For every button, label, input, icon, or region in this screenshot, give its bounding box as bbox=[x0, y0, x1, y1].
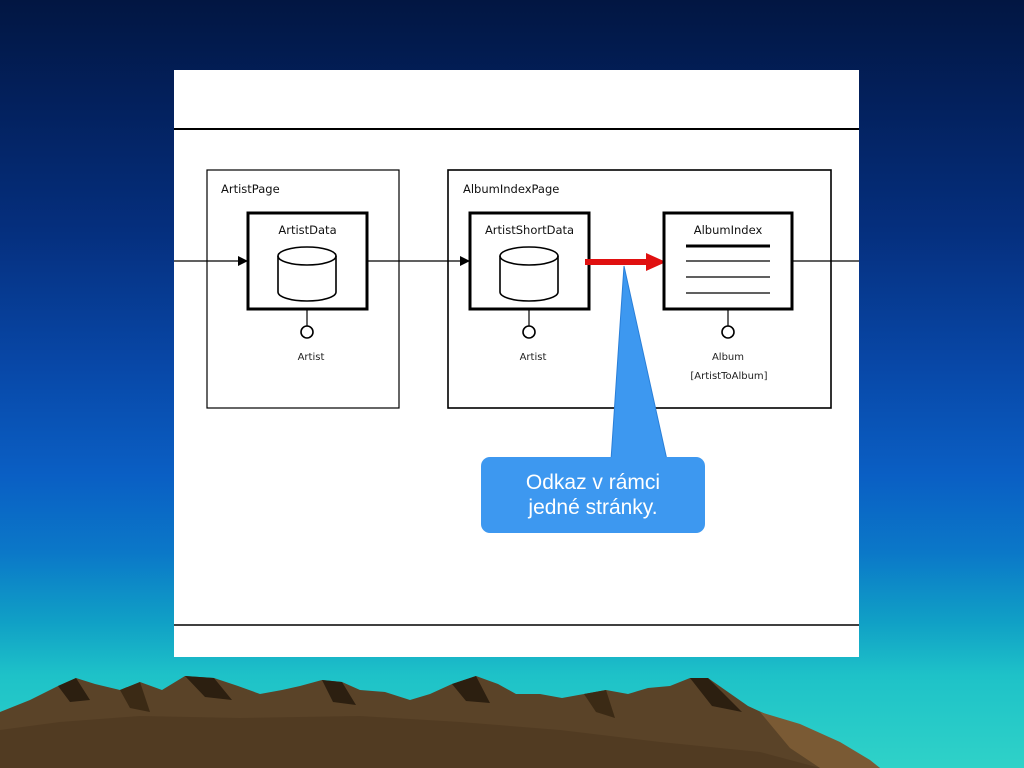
database-icon bbox=[277, 246, 337, 302]
callout-box: Odkaz v rámci jedné stránky. bbox=[481, 457, 705, 533]
album-index-page-title: AlbumIndexPage bbox=[463, 182, 559, 196]
callout-line-1: Odkaz v rámci bbox=[525, 471, 661, 494]
parameter-port-icon bbox=[300, 325, 314, 339]
artist-short-data-title: ArtistShortData bbox=[485, 223, 574, 237]
diagram-panel: ArtistPage ArtistData Artist AlbumIndexP… bbox=[174, 70, 859, 657]
artist-page-box bbox=[206, 169, 400, 409]
album-index-title: AlbumIndex bbox=[694, 223, 763, 237]
arrowhead-icon bbox=[460, 256, 470, 266]
index-list-icon bbox=[686, 244, 770, 294]
album-index-selector: [ArtistToAlbum] bbox=[690, 371, 767, 382]
artist-data-parameter: Artist bbox=[298, 352, 325, 363]
callout-line-2: jedné stránky. bbox=[528, 496, 658, 519]
album-index-parameter: Album bbox=[712, 352, 744, 363]
artist-data-title: ArtistData bbox=[278, 223, 336, 237]
parameter-port-icon bbox=[522, 325, 536, 339]
webml-diagram: ArtistPage ArtistData Artist AlbumIndexP… bbox=[174, 128, 859, 626]
artist-page-title: ArtistPage bbox=[221, 182, 280, 196]
database-icon bbox=[499, 246, 559, 302]
arrowhead-icon bbox=[238, 256, 248, 266]
parameter-port-icon bbox=[721, 325, 735, 339]
artist-short-data-parameter: Artist bbox=[520, 352, 547, 363]
